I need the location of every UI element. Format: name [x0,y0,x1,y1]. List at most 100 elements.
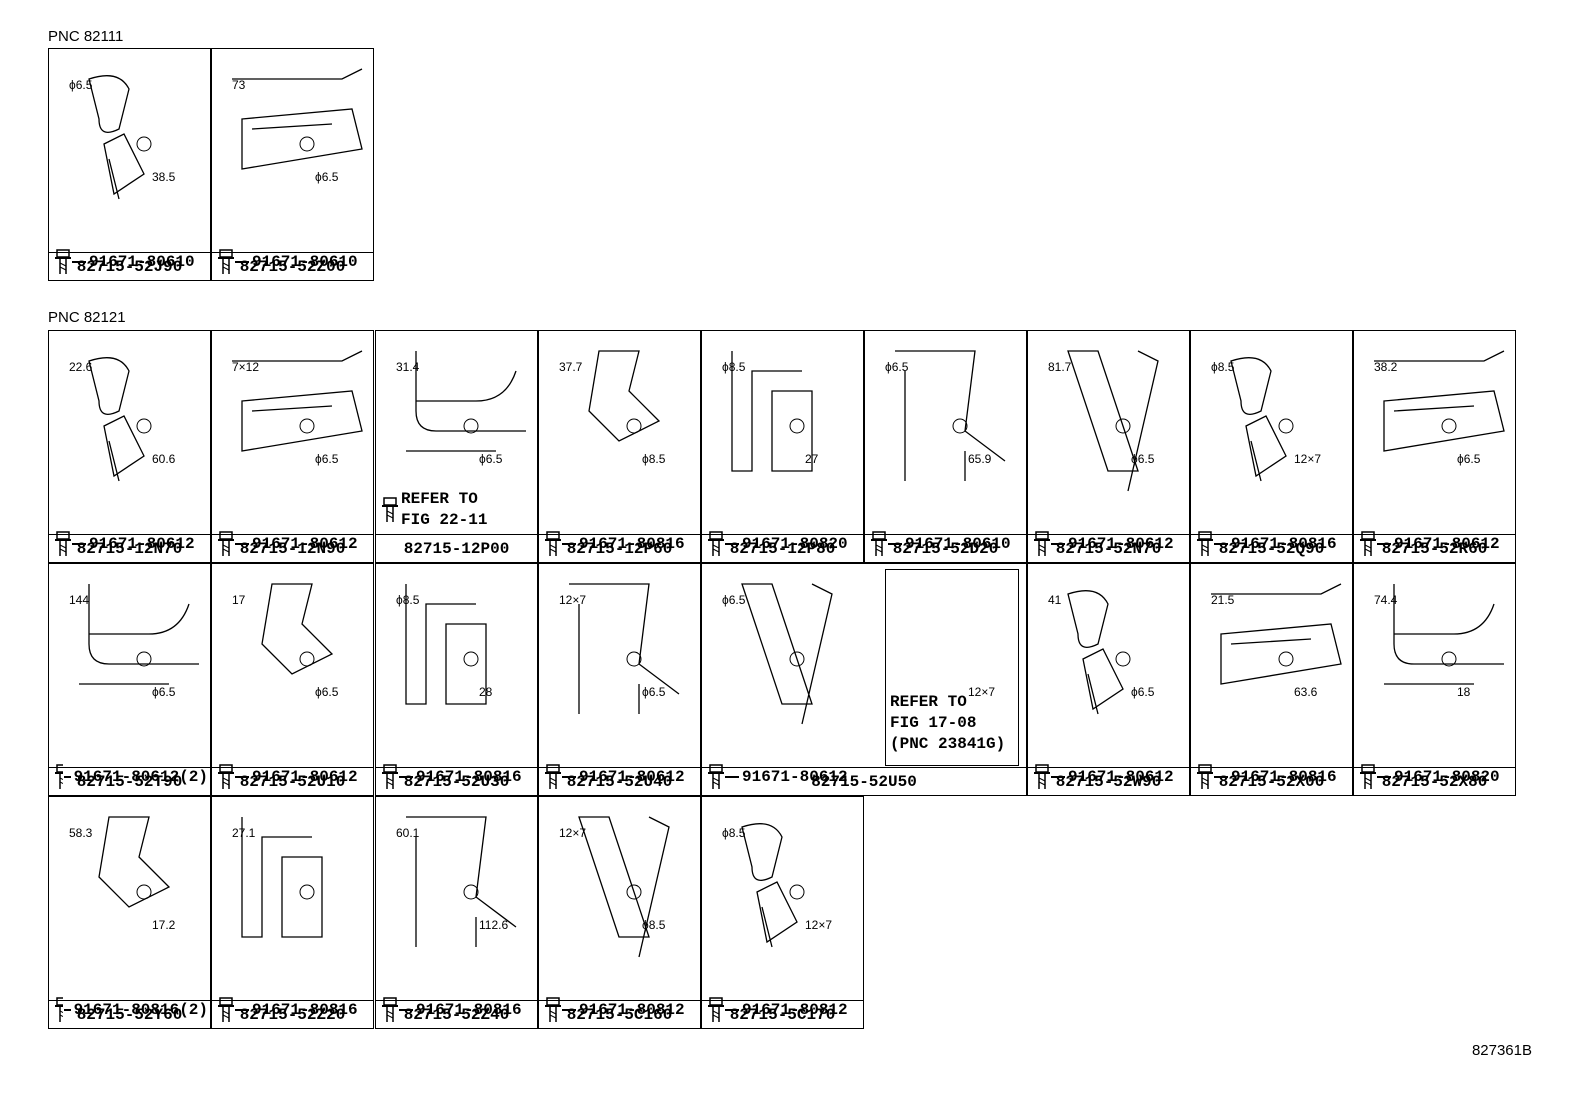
flange-bolt-icon [871,531,887,556]
fastener-callout: 91671-80816 [1197,763,1350,791]
fastener-number: 91671-80610 [905,535,1011,553]
flange-bolt-icon [1197,764,1213,789]
dimension-label: ϕ6.5 [315,170,339,184]
pnc-label: PNC 82111 [48,28,124,45]
dimension-label: 73 [232,78,246,92]
flange-bolt-icon [382,997,398,1022]
bracket-outline [232,68,363,170]
fastener-number: 91671-80820 [1394,768,1500,786]
part-number: 82715-5C160 [539,1000,700,1028]
bracket-drawing: 21.563.6 [1211,583,1342,699]
bracket-outline [1211,583,1342,685]
part-number: 82715-52Y60 [49,1000,210,1028]
dimension-label: 28 [479,685,493,699]
bracket-outline [588,350,661,442]
bracket-outline [406,351,526,452]
flange-bolt-icon [708,764,724,789]
fastener-number: 91671-80816 [579,535,685,553]
flange-bolt-icon [545,997,561,1022]
fastener-callout: 91671-80612 [1034,763,1187,791]
bracket-drawing: 12×7ϕ8.5 [559,816,670,958]
part-number: 82715-52X00 [1191,767,1352,795]
fastener-callout: 91671-80612 [545,763,698,791]
bracket-outline [98,816,171,908]
fastener-callout: 91671-80816 [218,996,371,1024]
fastener-callout: 91671-80816 [382,996,535,1024]
flange-bolt-icon [55,249,71,274]
fastener-callout: 91671-80812 [708,996,861,1024]
part-number: 82715-52U10 [212,767,373,795]
dimension-label: 41 [1048,593,1062,607]
hole-mark [952,418,968,434]
bracket-drawing: 37.7ϕ8.5 [559,350,666,466]
dimension-label: ϕ6.5 [642,685,666,699]
bracket-outline [232,350,363,452]
bracket-outline [406,816,517,947]
flange-bolt-icon [708,531,724,556]
leader-line [235,543,249,545]
leader-line [725,1009,739,1011]
bracket-outline [1230,357,1287,482]
bracket-outline [578,816,670,958]
flange-bolt-icon [382,764,398,789]
bracket-drawing: ϕ8.512×7 [722,823,832,948]
bracket-outline [405,584,487,705]
dimension-label: 22.6 [69,360,93,374]
fastener-callout: 91671-80820 [708,530,861,558]
bracket-drawing: 74.418 [1374,584,1504,699]
hole-mark [1278,418,1294,434]
fastener-number: 91671-80820 [742,535,848,553]
refer-line: FIG 22-11 [401,511,488,529]
bracket-drawing: 12×7ϕ6.5 [559,583,680,714]
leader-line [1051,543,1065,545]
fastener-callout: 91671-80812 [545,996,698,1024]
bracket-drawing: 81.7ϕ6.5 [1048,350,1159,492]
leader-line [399,1009,413,1011]
fastener-callout: 91671-80612 [218,763,371,791]
leader-line [72,261,86,263]
fastener-number: 91671-80816 [252,1001,358,1019]
hole-mark [789,884,805,900]
bracket-outline [569,583,680,714]
part-number: 82715-12P00 [376,534,537,562]
dimension-label: 144 [69,593,89,607]
bracket-outline [1067,350,1159,492]
dimension-label: 112.6 [479,918,508,932]
fastener-callout: 91671-80612 [1360,530,1513,558]
fastener-number: 91671-80612 [579,768,685,786]
dimension-label: 27.1 [232,826,256,840]
part-number: 82715-52J90 [49,252,210,280]
bracket-outline [88,357,145,482]
dimension-label: ϕ8.5 [1211,360,1235,374]
bracket-drawing: ϕ8.528 [396,584,493,705]
hole-mark [789,651,805,667]
fastener-callout: 91671-80612 [218,530,371,558]
dimension-label: 12×7 [1294,452,1321,466]
dimension-label: ϕ8.5 [722,826,746,840]
fastener-callout: 91671-80610 [55,248,208,276]
part-number: 82715-52Z20 [212,1000,373,1028]
fastener-callout: 91671-80816 [1197,530,1350,558]
dimension-label: ϕ6.5 [1131,685,1155,699]
dimension-label: 74.4 [1374,593,1398,607]
fastener-number: 91671-80816(2) [73,1001,208,1019]
dimension-label: ϕ6.5 [315,685,339,699]
flange-bolt-icon [1034,531,1050,556]
dimension-label: 12×7 [559,826,586,840]
hole-mark [136,884,152,900]
part-number: 82715-52U50 [702,767,1026,795]
hole-mark [136,136,152,152]
bracket-drawing: ϕ6.565.9 [885,350,1006,481]
bracket-drawing: 41 ϕ6.5 [1048,590,1155,715]
